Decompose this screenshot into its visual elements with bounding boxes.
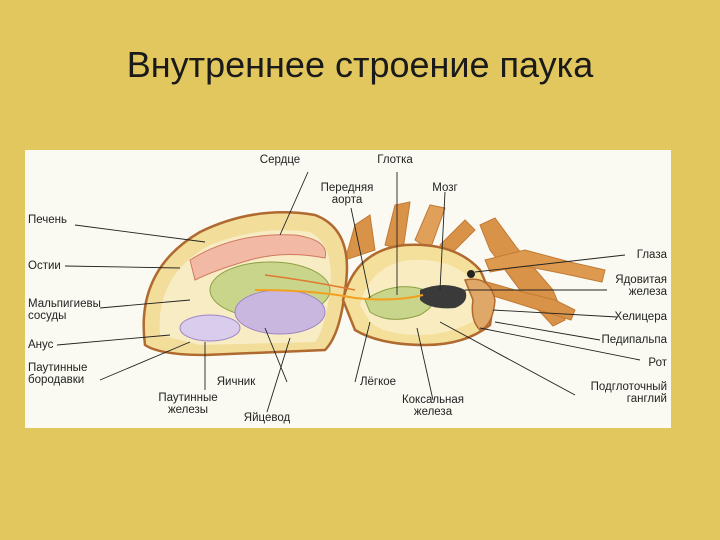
ovary-shape	[235, 290, 325, 334]
label-eyes: Глаза	[603, 249, 667, 261]
spider-anatomy-diagram: Сердце Глотка Передняя аорта Мозг Печень…	[25, 150, 671, 428]
label-anterior-aorta: Передняя аорта	[307, 182, 387, 206]
label-ovary: Яичник	[205, 376, 267, 388]
slide-title: Внутреннее строение паука	[0, 44, 720, 86]
label-oviduct: Яйцевод	[235, 412, 299, 424]
silk-gland-shape	[180, 315, 240, 341]
label-anus: Анус	[28, 339, 53, 351]
label-liver: Печень	[28, 214, 67, 226]
eye-shape	[467, 270, 475, 278]
label-coxal-gland: Коксальная железа	[391, 394, 475, 418]
label-silk-glands: Паутинные железы	[143, 392, 233, 416]
label-spinnerets: Паутинные бородавки	[28, 362, 87, 386]
label-venom-gland: Ядовитая железа	[585, 274, 667, 298]
label-subesophageal-ganglion: Подглоточный ганглий	[555, 381, 667, 405]
label-brain: Мозг	[419, 182, 471, 194]
label-ostia: Остии	[28, 260, 61, 272]
label-pedipalp: Педипальпа	[573, 334, 667, 346]
label-mouth: Рот	[603, 357, 667, 369]
label-heart: Сердце	[250, 154, 310, 166]
label-malpighian-tubules: Мальпигиевы сосуды	[28, 298, 101, 322]
label-chelicera: Хелицера	[585, 311, 667, 323]
label-pharynx: Глотка	[365, 154, 425, 166]
label-lung: Лёгкое	[347, 376, 409, 388]
